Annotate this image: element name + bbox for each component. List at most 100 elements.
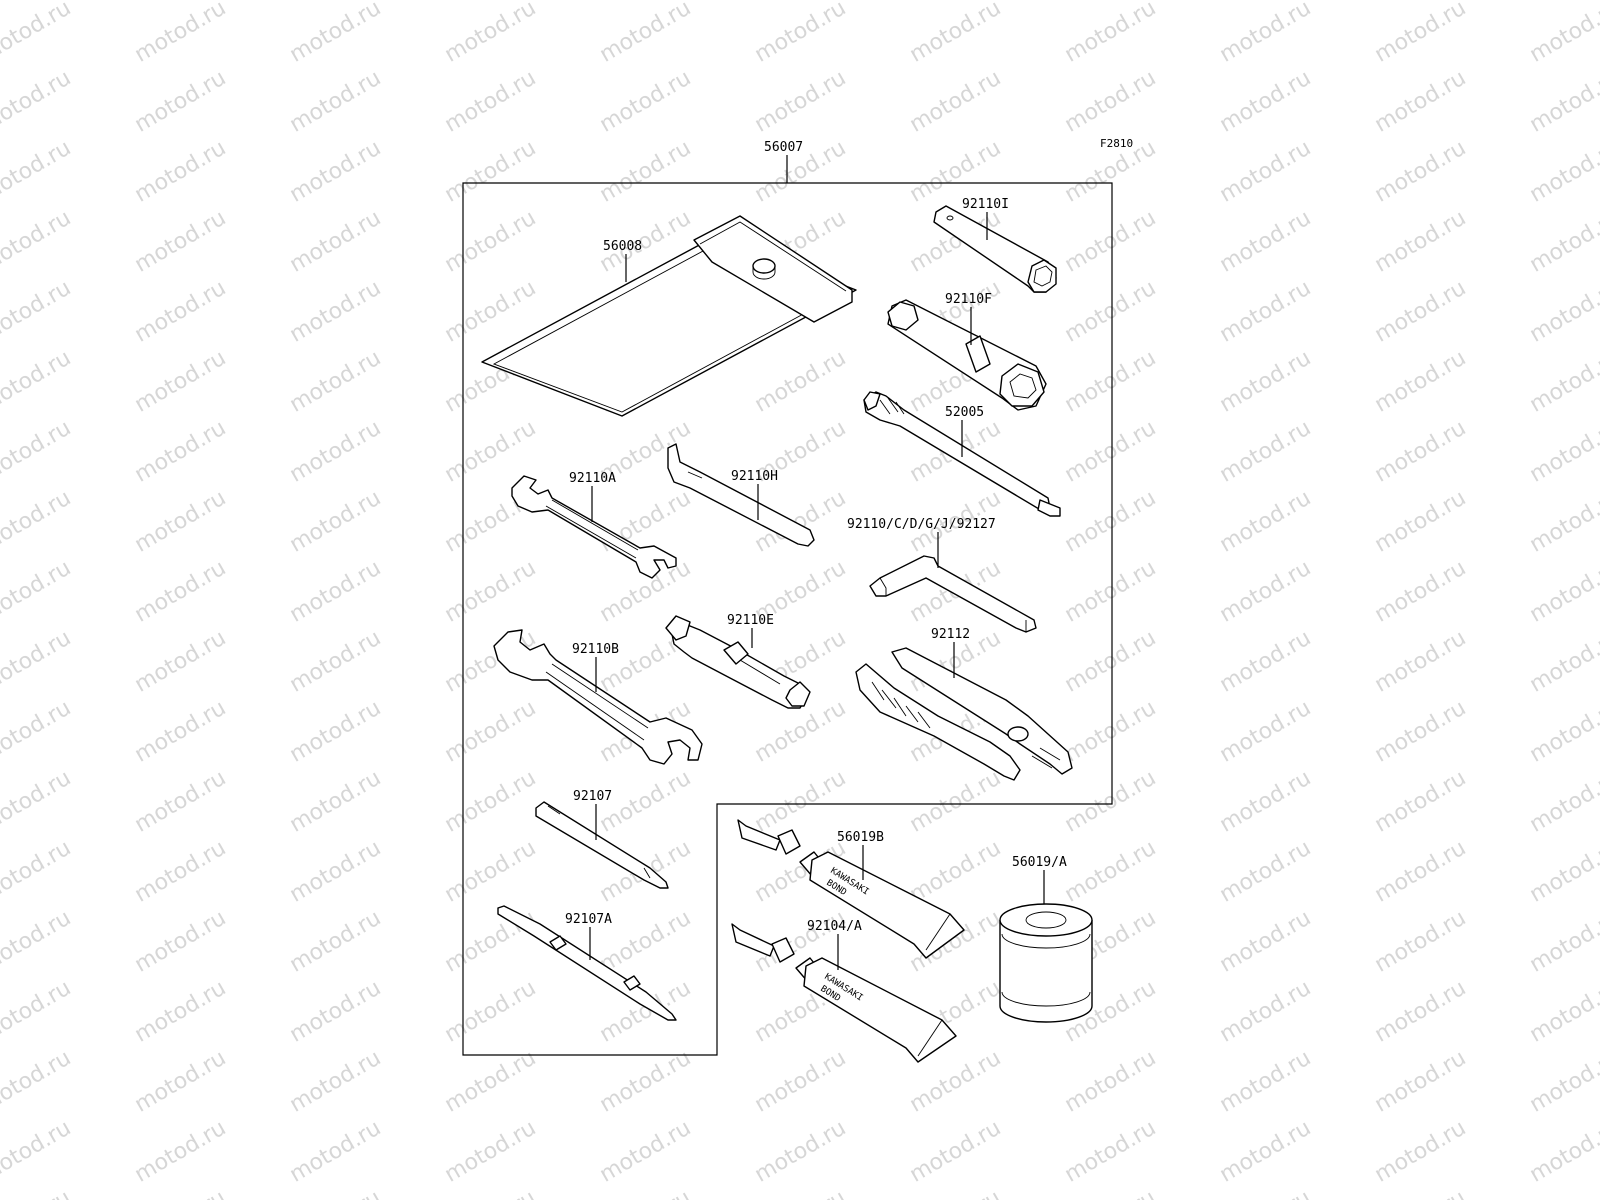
hex-keys xyxy=(869,555,1037,633)
watermark-text: motod.ru xyxy=(0,486,75,558)
watermark-text: motod.ru xyxy=(750,1046,850,1118)
watermark-text: motod.ru xyxy=(750,1116,850,1188)
watermark-text: motod.ru xyxy=(1060,1116,1160,1188)
watermark-text: motod.ru xyxy=(285,696,385,768)
watermark-text: motod.ru xyxy=(440,136,540,208)
callout-92110h: 92110H xyxy=(731,469,778,484)
watermark-text: motod.ru xyxy=(130,0,230,68)
watermark-text: motod.ru xyxy=(1060,766,1160,838)
watermark-text: motod.ru xyxy=(1215,1116,1315,1188)
watermark-text: motod.ru xyxy=(1215,486,1315,558)
watermark-text: motod.ru xyxy=(130,206,230,278)
callout-92110i: 92110I xyxy=(962,197,1009,212)
watermark-text: motod.ru xyxy=(130,1046,230,1118)
watermark-text: motod.ru xyxy=(285,556,385,628)
watermark-text: motod.ru xyxy=(1060,66,1160,138)
watermark-text: motod.ru xyxy=(1370,206,1470,278)
extension-bar-52005 xyxy=(863,391,1061,517)
watermark-text: motod.ru xyxy=(1215,136,1315,208)
watermark-text: motod.ru xyxy=(130,906,230,978)
watermark-text: motod.ru xyxy=(1370,1046,1470,1118)
watermark-text: motod.ru xyxy=(595,136,695,208)
watermark-text: motod.ru xyxy=(905,766,1005,838)
watermark-text: motod.ru xyxy=(0,206,75,278)
watermark-text: motod.ru xyxy=(285,276,385,348)
watermark-text: motod.ru xyxy=(1060,696,1160,768)
watermark-text: motod.ru xyxy=(1215,416,1315,488)
callout-92110b: 92110B xyxy=(572,642,619,657)
watermark-text: motod.ru xyxy=(1525,206,1600,278)
watermark-text: motod.ru xyxy=(1525,486,1600,558)
watermark-text: motod.ru xyxy=(0,1186,75,1200)
watermark-text: motod.ru xyxy=(1060,346,1160,418)
watermark-text: motod.ru xyxy=(1525,976,1600,1048)
watermark-text: motod.ru xyxy=(440,696,540,768)
callout-52005: 52005 xyxy=(945,405,984,420)
watermark-text: motod.ru xyxy=(1370,836,1470,908)
watermark-text: motod.ru xyxy=(0,276,75,348)
watermark-text: motod.ru xyxy=(1370,66,1470,138)
watermark-text: motod.ru xyxy=(130,66,230,138)
callout-92107: 92107 xyxy=(573,789,612,804)
callout-56019a: 56019/A xyxy=(1012,855,1067,870)
watermark-text: motod.ru xyxy=(595,1186,695,1200)
watermark-text: motod.ru xyxy=(1215,66,1315,138)
watermark-text: motod.ru xyxy=(1525,556,1600,628)
watermark-text: motod.ru xyxy=(750,0,850,68)
watermark-text: motod.ru xyxy=(1215,556,1315,628)
watermark-text: motod.ru xyxy=(130,766,230,838)
watermark-text: motod.ru xyxy=(285,66,385,138)
watermark-text: motod.ru xyxy=(130,1186,230,1200)
watermark-text: motod.ru xyxy=(1370,906,1470,978)
callout-pouch: 56008 xyxy=(603,239,642,254)
watermark-text: motod.ru xyxy=(1060,416,1160,488)
watermark-text: motod.ru xyxy=(0,1046,75,1118)
watermark-text: motod.ru xyxy=(1370,136,1470,208)
watermark-text: motod.ru xyxy=(130,136,230,208)
watermark-text: motod.ru xyxy=(1060,206,1160,278)
wrench-92110h xyxy=(667,443,815,547)
watermark-text: motod.ru xyxy=(1370,626,1470,698)
watermark-text: motod.ru xyxy=(905,66,1005,138)
watermark-text: motod.ru xyxy=(440,836,540,908)
watermark-text: motod.ru xyxy=(1215,836,1315,908)
watermark-text: motod.ru xyxy=(1525,276,1600,348)
watermark-text: motod.ru xyxy=(0,136,75,208)
watermark-text: motod.ru xyxy=(905,1116,1005,1188)
watermark-text: motod.ru xyxy=(285,976,385,1048)
watermark-text: motod.ru xyxy=(595,66,695,138)
watermark-text: motod.ru xyxy=(0,556,75,628)
watermark-text: motod.ru xyxy=(440,1116,540,1188)
watermark-text: motod.ru xyxy=(130,696,230,768)
callout-92104a: 92104/A xyxy=(807,919,862,934)
watermark-text: motod.ru xyxy=(595,976,695,1048)
watermark-text: motod.ru xyxy=(1215,1186,1315,1200)
watermark-text: motod.ru xyxy=(0,906,75,978)
box-wrench-92110i xyxy=(933,205,1057,293)
watermark-text: motod.ru xyxy=(1525,416,1600,488)
watermark-text: motod.ru xyxy=(285,136,385,208)
watermark-text: motod.ru xyxy=(1215,906,1315,978)
watermark-text: motod.ru xyxy=(1215,0,1315,68)
watermark-text: motod.ru xyxy=(1525,906,1600,978)
watermark-text: motod.ru xyxy=(1060,836,1160,908)
watermark-text: motod.ru xyxy=(285,1046,385,1118)
watermark-text: motod.ru xyxy=(285,0,385,68)
callout-92110e: 92110E xyxy=(727,613,774,628)
watermark-text: motod.ru xyxy=(1525,836,1600,908)
callout-pliers: 92112 xyxy=(931,627,970,642)
watermark-text: motod.ru xyxy=(440,276,540,348)
watermark-text: motod.ru xyxy=(0,696,75,768)
watermark-text: motod.ru xyxy=(130,416,230,488)
screwdriver-92107a xyxy=(497,905,677,1021)
watermark-text: motod.ru xyxy=(130,346,230,418)
watermark-text: motod.ru xyxy=(1525,766,1600,838)
watermark-text: motod.ru xyxy=(440,66,540,138)
watermark-text: motod.ru xyxy=(905,0,1005,68)
watermark-text: motod.ru xyxy=(1060,1046,1160,1118)
watermark-text: motod.ru xyxy=(285,906,385,978)
watermark-text: motod.ru xyxy=(1060,1186,1160,1200)
watermark-text: motod.ru xyxy=(285,1186,385,1200)
watermark-text: motod.ru xyxy=(440,766,540,838)
watermark-text: motod.ru xyxy=(1370,486,1470,558)
